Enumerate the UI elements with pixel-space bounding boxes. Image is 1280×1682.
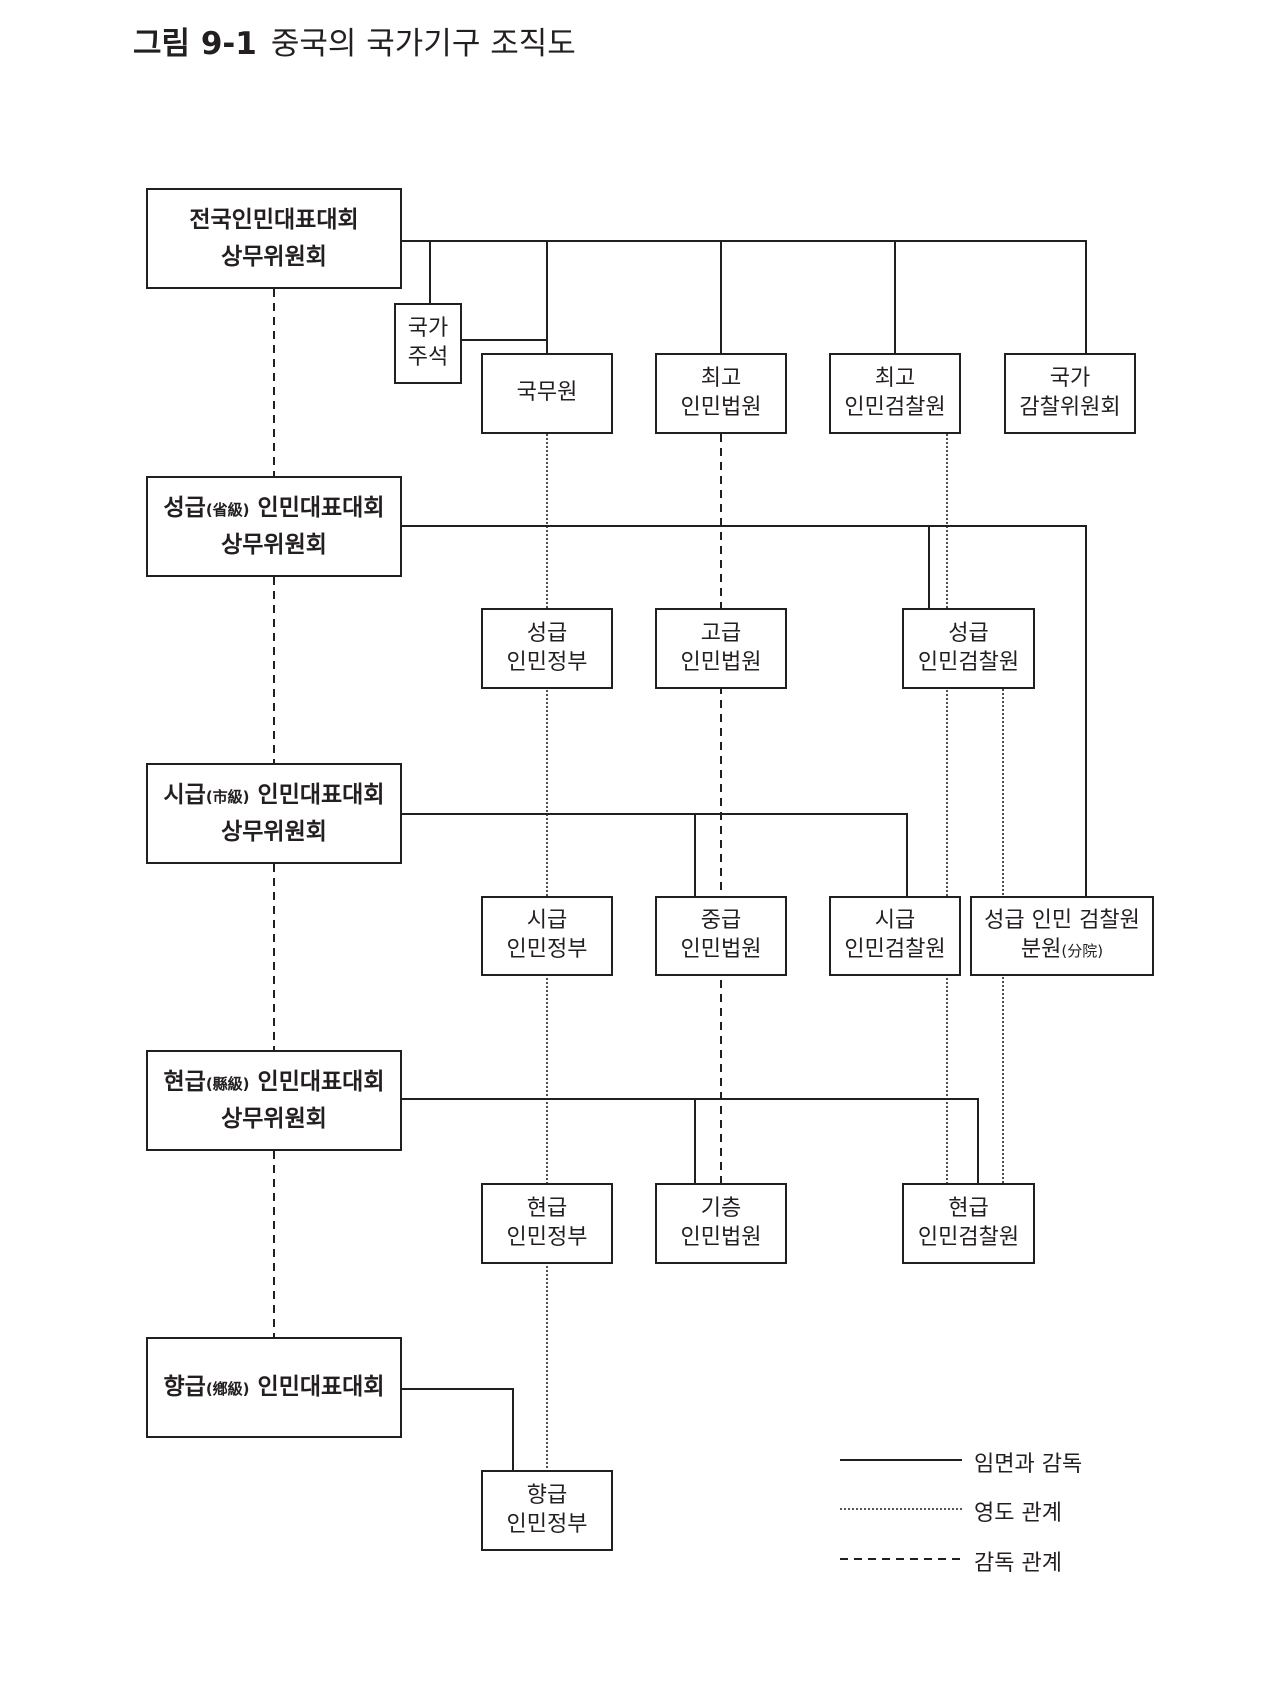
organ-line1: 현급 — [526, 1195, 568, 1221]
township-appointment-line — [402, 1388, 514, 1470]
organ-line1: 성급 인민 검찰원 — [984, 908, 1140, 934]
level-congress: 인민대표대회 — [249, 1068, 385, 1095]
organ-box-supreme-procuratorate: 최고 인민검찰원 — [829, 353, 961, 434]
level-hanja: (縣級) — [205, 1074, 250, 1093]
organ-box-state-council: 국무원 — [481, 353, 613, 434]
organ-line2: 주석 — [407, 344, 449, 370]
organ-box-city-government: 시급 인민정부 — [481, 896, 613, 976]
organ-line1: 국무원 — [516, 380, 578, 406]
level-name: 향급 — [163, 1374, 206, 1401]
organ-line2: 인민정부 — [506, 937, 588, 962]
legend-label-dotted: 영도 관계 — [974, 1501, 1062, 1526]
organ-line2: 인민검찰원 — [844, 394, 946, 420]
organ-line2: 인민정부 — [506, 1224, 588, 1250]
organ-line2: 인민검찰원 — [844, 937, 946, 962]
level-box-city: 시급(市級) 인민대표대회 상무위원회 — [146, 763, 402, 864]
level-hanja: (鄕級) — [205, 1380, 250, 1399]
organ-box-city-procuratorate: 시급 인민검찰원 — [829, 896, 961, 976]
legend-label-dashed: 감독 관계 — [974, 1551, 1062, 1576]
level-name: 성급 — [163, 494, 206, 521]
organ-box-township-government: 향급 인민정부 — [481, 1470, 613, 1551]
province-appointment-line — [402, 525, 1087, 896]
organ-line2: 인민정부 — [506, 649, 588, 675]
organ-line2: 인민법원 — [680, 649, 762, 675]
level-box-national: 전국인민대표대회 상무위원회 — [146, 188, 402, 289]
level-hanja: (省級) — [205, 500, 250, 519]
organ-box-president: 국가 주석 — [394, 303, 462, 384]
organ-line1: 시급 — [526, 908, 568, 934]
organ-line2: 인민정부 — [506, 1511, 588, 1537]
figure-title: 그림 9-1 중국의 국가기구 조직도 — [133, 18, 576, 63]
organ-line1: 최고 — [700, 365, 742, 391]
level-committee: 상무위원회 — [221, 531, 327, 558]
level-committee: 상무위원회 — [221, 1105, 327, 1132]
level-congress: 인민대표대회 — [249, 1374, 385, 1401]
organ-box-basic-court: 기층 인민법원 — [655, 1183, 787, 1264]
organ-line1: 국가 — [407, 315, 449, 341]
legend-label-solid: 임면과 감독 — [974, 1452, 1083, 1477]
level-congress: 인민대표대회 — [249, 781, 385, 808]
organ-box-intermediate-court: 중급 인민법원 — [655, 896, 787, 976]
level-box-township: 향급(鄕級) 인민대표대회 — [146, 1337, 402, 1438]
organ-line1: 시급 — [874, 908, 916, 934]
organ-line2: 감찰위원회 — [1019, 394, 1121, 420]
organ-line1: 성급 — [526, 620, 568, 646]
organ-line1: 중급 — [700, 908, 742, 934]
organ-box-county-procuratorate: 현급 인민검찰원 — [902, 1183, 1035, 1264]
level-name: 현급 — [163, 1068, 206, 1095]
organ-line2: 인민검찰원 — [917, 1224, 1020, 1250]
organ-line1: 현급 — [948, 1195, 989, 1221]
level-name: 전국인민대표대회 — [189, 206, 359, 233]
figure-number: 그림 9-1 — [133, 26, 257, 62]
organ-box-prov-government: 성급 인민정부 — [481, 608, 613, 689]
organ-box-high-court: 고급 인민법원 — [655, 608, 787, 689]
organ-box-prov-procuratorate: 성급 인민검찰원 — [902, 608, 1035, 689]
organ-box-county-government: 현급 인민정부 — [481, 1183, 613, 1264]
organ-box-supreme-court: 최고 인민법원 — [655, 353, 787, 434]
organ-line1: 고급 — [700, 620, 742, 646]
level-box-province: 성급(省級) 인민대표대회 상무위원회 — [146, 476, 402, 577]
organ-line1: 국가 — [1049, 365, 1091, 391]
national-appointment-line — [402, 240, 1087, 353]
level-box-county: 현급(縣級) 인민대표대회 상무위원회 — [146, 1050, 402, 1151]
level-committee: 상무위원회 — [221, 243, 327, 270]
organ-box-supervision-commission: 국가 감찰위원회 — [1004, 353, 1136, 434]
level-committee: 상무위원회 — [221, 818, 327, 845]
level-name: 시급 — [163, 781, 206, 808]
level-congress: 인민대표대회 — [249, 494, 385, 521]
organ-line2: 분원 — [1020, 937, 1062, 962]
figure-caption: 중국의 국가기구 조직도 — [270, 26, 576, 62]
organ-line1: 성급 — [948, 620, 989, 646]
organ-line2: 인민검찰원 — [917, 649, 1020, 675]
level-hanja: (市級) — [205, 787, 250, 806]
county-appointment-line — [402, 1098, 979, 1183]
organ-line2: 인민법원 — [680, 1224, 762, 1250]
organ-line2: 인민법원 — [680, 937, 762, 962]
organ-line1: 기층 — [700, 1195, 742, 1221]
organ-line1: 최고 — [874, 365, 916, 391]
organ-hanja: (分院) — [1061, 942, 1104, 960]
organ-line1: 향급 — [526, 1482, 568, 1508]
organ-box-prov-procuratorate-branch: 성급 인민 검찰원 분원(分院) — [970, 896, 1154, 976]
organ-line2: 인민법원 — [680, 394, 762, 420]
city-appointment-line — [402, 813, 908, 896]
